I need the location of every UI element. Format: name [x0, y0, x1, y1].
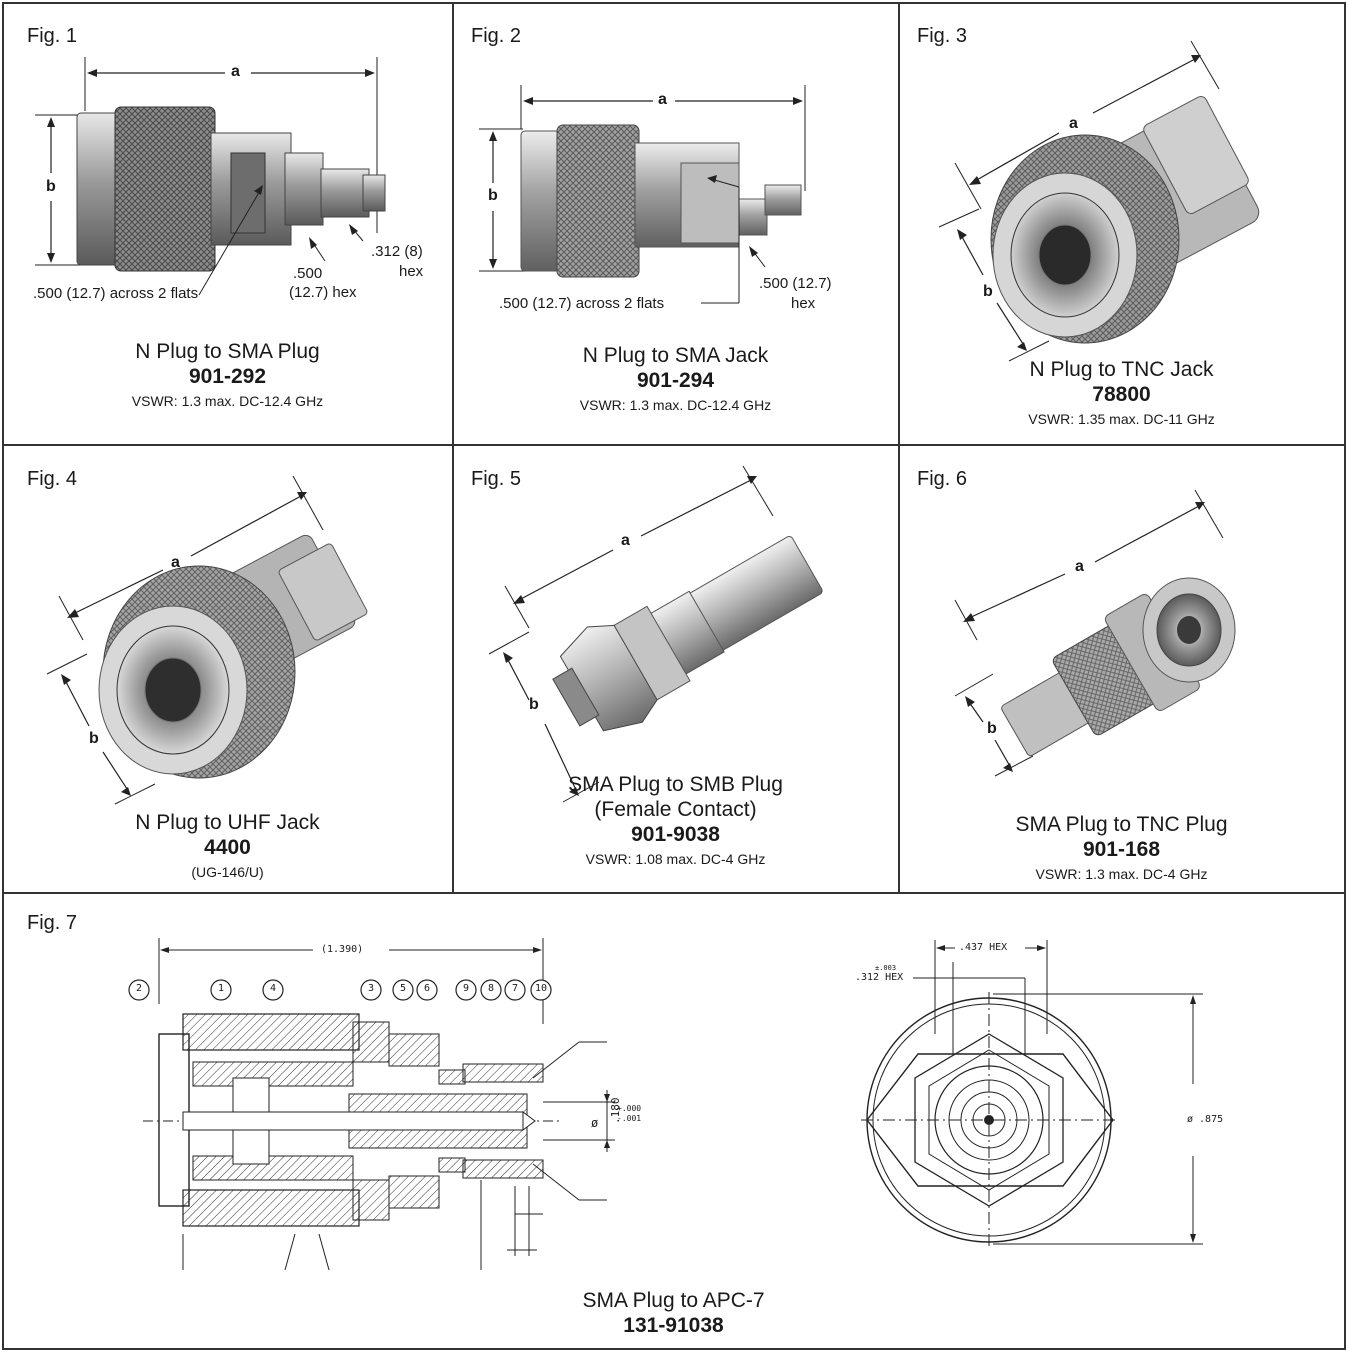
adapter-subtitle: (Female Contact) [594, 798, 757, 821]
outer-border-left [2, 2, 4, 1350]
outer-diameter-dimension: ø .875 [1185, 1114, 1226, 1125]
part-number: 901-294 [636, 369, 715, 392]
figure-label: Fig. 1 [27, 25, 78, 47]
large-hex-dimension: .437 HEX [959, 942, 1008, 953]
col-divider-1 [452, 2, 454, 892]
dimension-b-label: b [46, 178, 56, 195]
adapter-title: SMA Plug to TNC Plug [1015, 813, 1228, 836]
figure-label: Fig. 2 [471, 25, 522, 47]
outer-border-right [1344, 2, 1346, 1350]
dimension-b-label: b [987, 720, 997, 737]
figure-label: Fig. 4 [27, 468, 78, 490]
callout-9: 9 [463, 983, 470, 994]
callout-3: 3 [368, 983, 375, 994]
callout-10: 10 [535, 983, 548, 994]
dimension-a-label: a [658, 91, 667, 108]
vswr-spec: VSWR: 1.08 max. DC-4 GHz [585, 851, 766, 867]
callout-8: 8 [488, 983, 495, 994]
figure-1-drawing [35, 57, 386, 296]
dimension-b-label: b [983, 283, 993, 300]
callout-2: 2 [136, 983, 143, 994]
figure-4-cell: Fig. 4 [3, 446, 452, 892]
figure-label: Fig. 3 [917, 25, 968, 47]
dimension-b-label: b [529, 696, 539, 713]
hex-dimension-unit: hex [791, 295, 816, 312]
vswr-spec: VSWR: 1.3 max. DC-12.4 GHz [579, 397, 772, 413]
figure-caption: N Plug to SMA Plug 901-292 VSWR: 1.3 max… [3, 339, 452, 411]
figure-5-drawing [488, 465, 823, 803]
model-designation: (UG-146/U) [191, 864, 264, 880]
part-number: 78800 [1092, 383, 1151, 406]
hex-dimension-unit: (12.7) hex [289, 284, 357, 301]
pin-diameter-symbol: ø [591, 1116, 599, 1130]
hex-dimension-value: .500 [293, 265, 323, 282]
figure-6-drawing [954, 489, 1236, 777]
dimension-a-label: a [1069, 115, 1078, 132]
pin-tolerance-plus: +.000 [617, 1104, 642, 1113]
dimension-b-label: b [89, 730, 99, 747]
part-number: 901-9038 [631, 823, 720, 846]
flats-dimension: .500 (12.7) across 2 flats [499, 295, 665, 312]
figure-caption: N Plug to TNC Jack 78800 VSWR: 1.35 max.… [899, 357, 1344, 429]
figure-label: Fig. 6 [917, 468, 968, 490]
part-number: 131-91038 [623, 1314, 724, 1337]
figure-5-cell: Fig. 5 [453, 446, 898, 892]
part-number: 901-292 [188, 365, 267, 388]
vswr-spec: VSWR: 1.3 max. DC-12.4 GHz [131, 393, 324, 409]
vswr-spec: VSWR: 1.35 max. DC-11 GHz [1028, 411, 1215, 427]
figure-caption: N Plug to UHF Jack 4400 (UG-146/U) [3, 810, 452, 882]
adapter-title: SMA Plug to APC-7 [582, 1289, 765, 1312]
adapter-title: SMA Plug to SMB Plug [568, 773, 783, 796]
dimension-b-label: b [488, 187, 498, 204]
col-divider-2 [898, 2, 900, 892]
figure-6-cell: Fig. 6 [899, 446, 1344, 892]
figure-label: Fig. 5 [471, 468, 522, 490]
callout-5: 5 [400, 983, 407, 994]
small-hex-dimension: .312 HEX [855, 972, 904, 983]
figure-3-drawing [938, 40, 1260, 362]
part-number: 4400 [204, 836, 251, 859]
flats-dimension: .500 (12.7) across 2 flats [33, 285, 199, 302]
adapter-title: N Plug to SMA Jack [582, 344, 769, 367]
figure-7-cell: Fig. 7 [3, 894, 1344, 1348]
outer-border-top [2, 2, 1346, 4]
figure-2-cell: Fig. 2 [453, 3, 898, 444]
sectional-drawing [128, 938, 1203, 1271]
adapter-title: N Plug to TNC Jack [1029, 358, 1214, 381]
callout-4: 4 [270, 983, 277, 994]
figure-2-drawing [479, 85, 806, 304]
dimension-a-label: a [621, 532, 630, 549]
callout-7: 7 [512, 983, 519, 994]
adapter-title: N Plug to UHF Jack [135, 811, 320, 834]
small-hex-dimension-unit: hex [399, 263, 424, 280]
callout-6: 6 [424, 983, 431, 994]
row-divider-1 [2, 444, 1346, 446]
small-hex-tolerance: ±.003 [875, 964, 897, 972]
row-divider-2 [2, 892, 1346, 894]
dimension-a-label: a [171, 554, 180, 571]
figure-caption: SMA Plug to SMB Plug (Female Contact) 90… [453, 772, 898, 869]
part-number: 901-168 [1082, 838, 1161, 861]
figure-caption: SMA Plug to APC-7 131-91038 [3, 1288, 1344, 1338]
callout-1: 1 [218, 983, 225, 994]
figure-caption: SMA Plug to TNC Plug 901-168 VSWR: 1.3 m… [899, 812, 1344, 884]
outer-border-bottom [2, 1348, 1346, 1350]
overall-length-dimension: (1.390) [321, 944, 364, 955]
dimension-a-label: a [231, 63, 240, 80]
small-hex-dimension-value: .312 (8) [371, 243, 423, 260]
figure-3-cell: Fig. 3 [899, 3, 1344, 444]
vswr-spec: VSWR: 1.3 max. DC-4 GHz [1035, 866, 1208, 882]
dimension-a-label: a [1075, 558, 1084, 575]
adapter-title: N Plug to SMA Plug [135, 340, 320, 363]
figure-label: Fig. 7 [27, 912, 78, 934]
figure-1-cell: Fig. 1 [3, 3, 452, 444]
pin-tolerance-minus: -.001 [617, 1114, 642, 1123]
figure-4-drawing [46, 475, 368, 805]
hex-dimension-value: .500 (12.7) [759, 275, 832, 292]
figure-caption: N Plug to SMA Jack 901-294 VSWR: 1.3 max… [453, 343, 898, 415]
